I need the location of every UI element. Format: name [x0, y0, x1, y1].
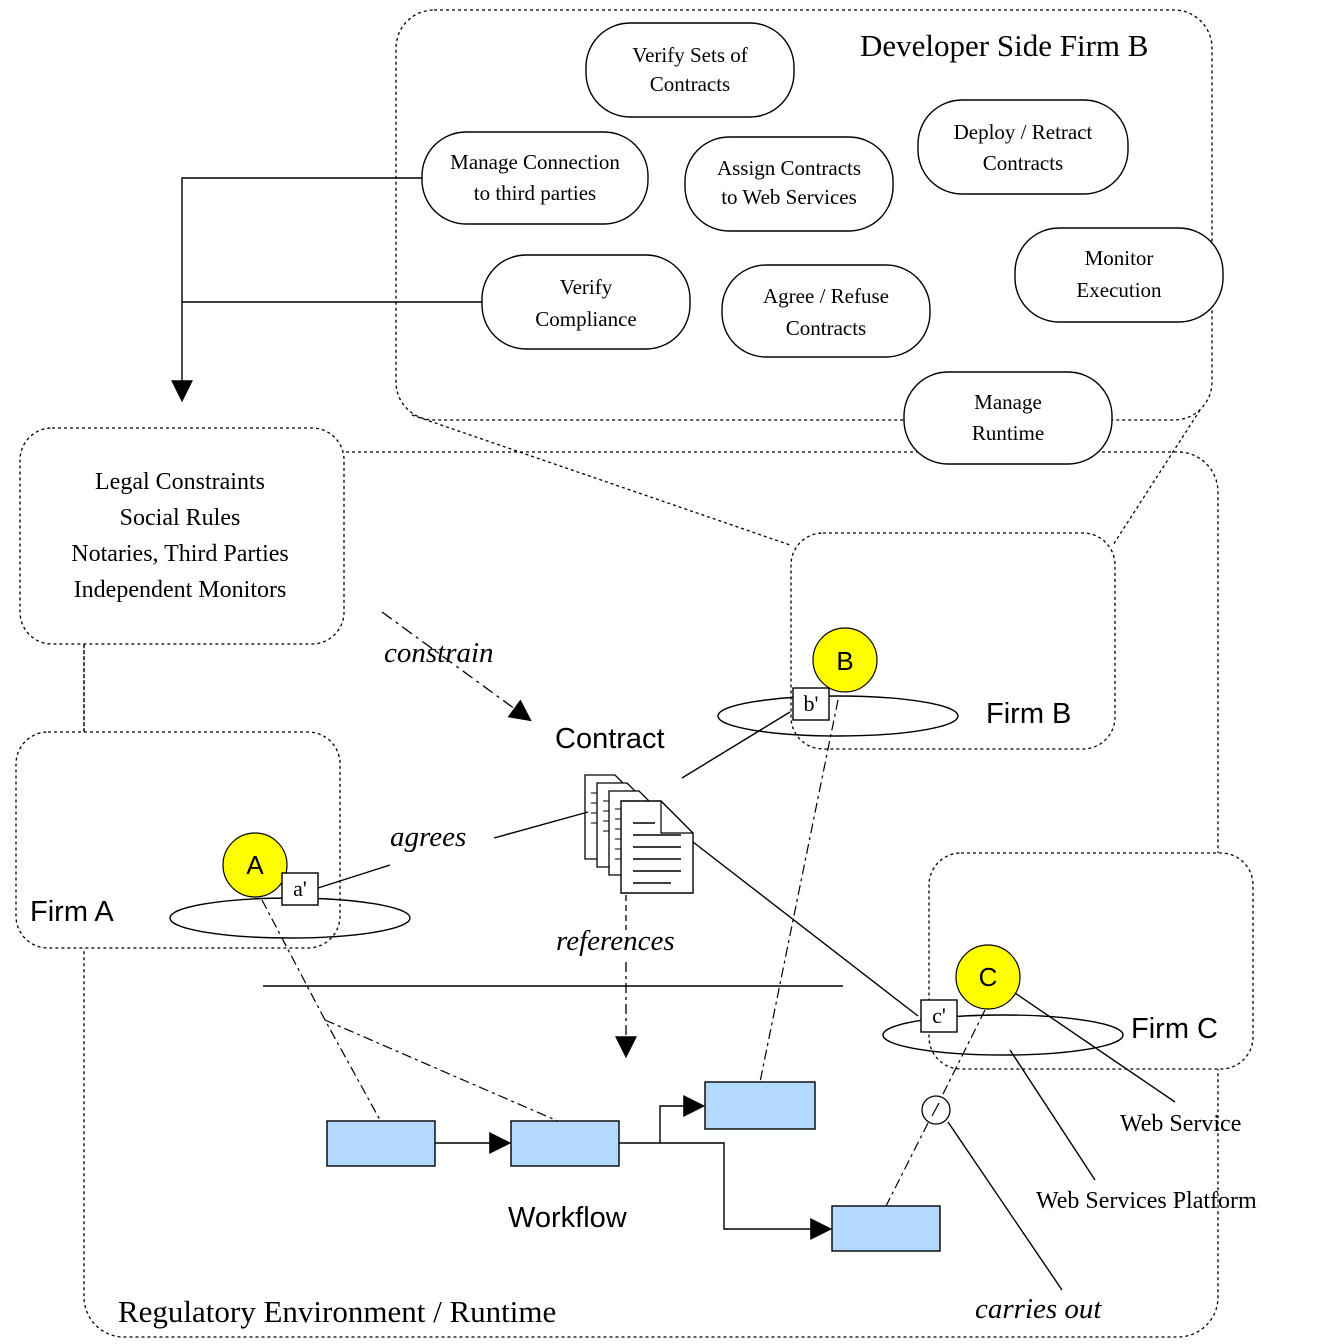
- carries-out-node: [921, 1095, 951, 1125]
- task-manage-connection: Manage Connection to third parties: [421, 131, 649, 225]
- svg-text:Execution: Execution: [1076, 278, 1162, 302]
- references-label: references: [556, 925, 675, 957]
- agent-a-label: A: [246, 850, 264, 880]
- dev-to-firmb-link-left: [411, 414, 791, 546]
- agent-c-label: C: [979, 962, 998, 992]
- regulatory-label: Regulatory Environment / Runtime: [118, 1294, 556, 1329]
- svg-text:Contracts: Contracts: [650, 72, 730, 96]
- contract-document-icon: [584, 774, 694, 894]
- firm-b-box: Firm B: [790, 532, 1116, 750]
- svg-text:Verify Sets of: Verify Sets of: [632, 43, 747, 67]
- task-deploy-retract: Deploy / Retract Contracts: [917, 99, 1129, 195]
- legal-line-3: Notaries, Third Parties: [71, 541, 289, 567]
- web-service-label: Web Service: [1120, 1111, 1241, 1137]
- firm-b-agent: B b': [717, 627, 959, 737]
- third-party-connector: [171, 177, 484, 403]
- firm-a-label: Firm A: [30, 896, 114, 928]
- dev-to-firmb-link-right: [1112, 409, 1201, 546]
- contract-to-firm-b-link: [681, 711, 791, 779]
- workflow-task-2: [510, 1120, 620, 1167]
- port-c-label: c': [932, 1003, 946, 1028]
- svg-text:Contracts: Contracts: [786, 316, 866, 340]
- port-b-label: b': [804, 691, 819, 716]
- task-monitor-execution: Monitor Execution: [1014, 227, 1224, 323]
- contract-label: Contract: [555, 723, 665, 755]
- carries-out-pointer: [947, 1121, 1063, 1291]
- task-agree-refuse: Agree / Refuse Contracts: [721, 264, 931, 358]
- legal-line-1: Legal Constraints: [95, 469, 265, 495]
- web-services-platform-label: Web Services Platform: [1036, 1188, 1257, 1214]
- svg-text:Assign Contracts: Assign Contracts: [717, 156, 861, 180]
- agrees-relation: agrees: [317, 811, 589, 889]
- constrain-label: constrain: [384, 637, 494, 669]
- firm-a-execution-links: [261, 899, 561, 1123]
- legal-constraints-box: Legal Constraints Social Rules Notaries,…: [19, 427, 345, 645]
- developer-side-region: Developer Side Firm B: [395, 9, 1213, 421]
- firm-c-label: Firm C: [1131, 1013, 1218, 1045]
- svg-text:to third parties: to third parties: [474, 181, 596, 205]
- firm-c-agent: C c': [882, 944, 1124, 1056]
- firm-b-execution-link: [759, 699, 839, 1083]
- svg-text:Contracts: Contracts: [983, 151, 1063, 175]
- firm-a-box: Firm A: [15, 731, 341, 949]
- svg-text:Manage Connection: Manage Connection: [450, 150, 620, 174]
- svg-text:to Web Services: to Web Services: [721, 185, 857, 209]
- task-verify-sets-of-contracts: Verify Sets of Contracts: [585, 22, 795, 118]
- svg-text:Runtime: Runtime: [972, 421, 1044, 445]
- references-relation: references: [556, 895, 675, 1059]
- svg-text:Monitor: Monitor: [1085, 246, 1154, 270]
- task-verify-compliance: Verify Compliance: [481, 254, 691, 350]
- legal-line-2: Social Rules: [120, 505, 241, 531]
- legal-line-4: Independent Monitors: [74, 577, 287, 603]
- svg-text:Deploy / Retract: Deploy / Retract: [954, 120, 1093, 144]
- developer-side-title: Developer Side Firm B: [860, 28, 1148, 63]
- firm-b-label: Firm B: [986, 698, 1071, 730]
- firm-a-agent: A a': [169, 832, 411, 939]
- workflow-task-4: [831, 1205, 941, 1252]
- workflow-task-1: [326, 1120, 436, 1167]
- agent-b-label: B: [836, 646, 853, 676]
- workflow-label: Workflow: [508, 1202, 628, 1234]
- constrain-relation: constrain: [381, 611, 532, 722]
- workflow: Workflow: [326, 1081, 941, 1252]
- firm-c-execution-link: [884, 1009, 986, 1209]
- carries-out-label: carries out: [975, 1293, 1102, 1325]
- svg-text:Agree / Refuse: Agree / Refuse: [763, 284, 889, 308]
- svg-text:Verify: Verify: [560, 275, 613, 299]
- svg-text:Compliance: Compliance: [535, 307, 636, 331]
- contract-to-firm-c-link: [692, 841, 919, 1017]
- web-services-platform-pointer: [1009, 1049, 1096, 1181]
- task-assign-contracts: Assign Contracts to Web Services: [684, 136, 894, 232]
- port-a-label: a': [293, 876, 307, 901]
- workflow-task-3: [704, 1081, 816, 1130]
- web-service-pointer: [1014, 992, 1176, 1103]
- agrees-label: agrees: [390, 821, 466, 853]
- task-manage-runtime: Manage Runtime: [903, 371, 1113, 465]
- svg-text:Manage: Manage: [974, 390, 1042, 414]
